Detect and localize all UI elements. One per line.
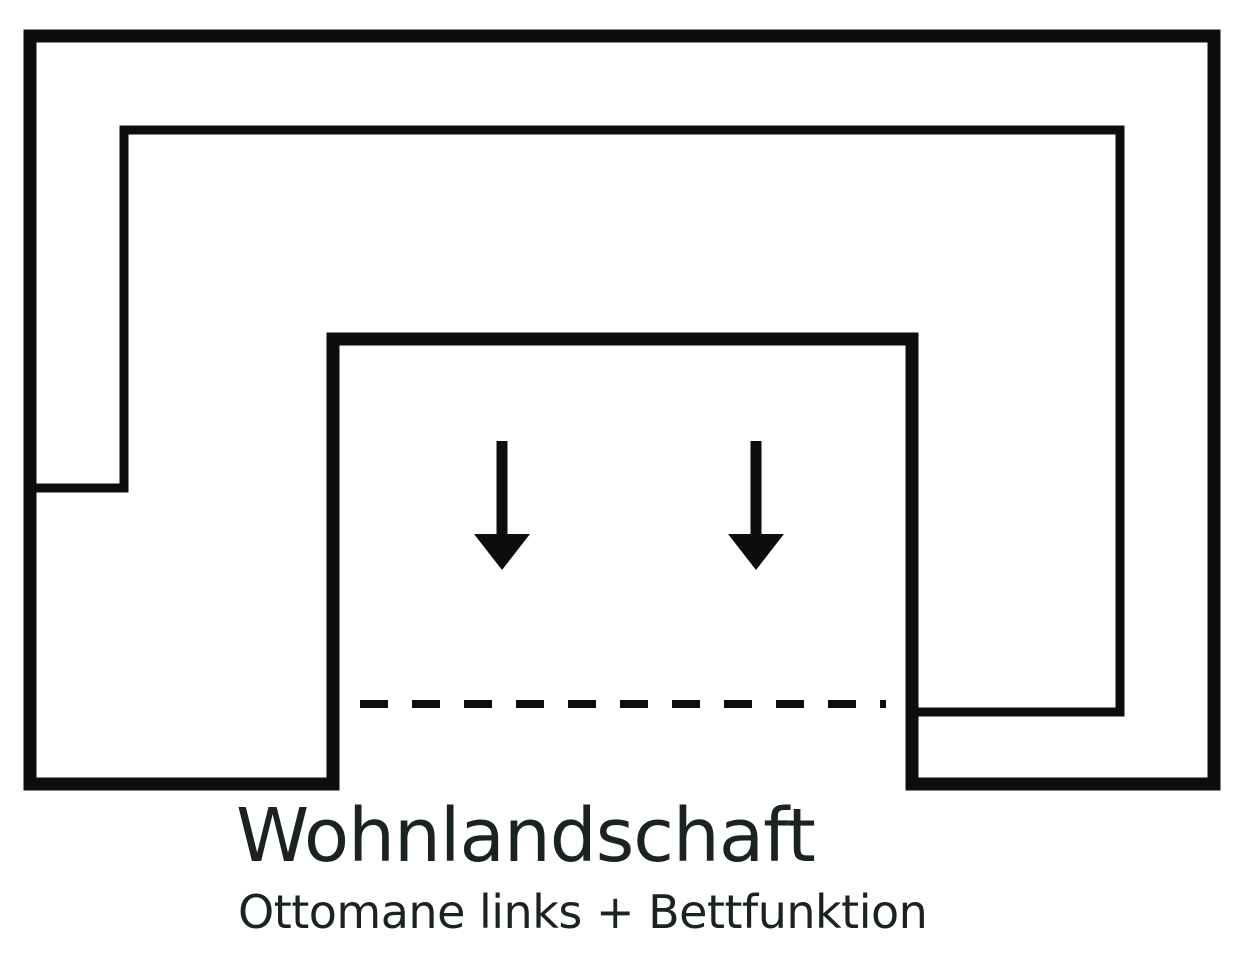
- backrest-inner-outline: [30, 125, 1125, 717]
- bed-extension-arrow-left: [474, 441, 530, 570]
- diagram-title: Wohnlandschaft: [236, 793, 816, 879]
- sofa-outer-outline: [23, 29, 1221, 791]
- sofa-layout-diagram: [23, 29, 1221, 791]
- diagram-subtitle: Ottomane links + Bettfunktion: [238, 885, 928, 939]
- bed-extension-arrow-right: [728, 441, 784, 570]
